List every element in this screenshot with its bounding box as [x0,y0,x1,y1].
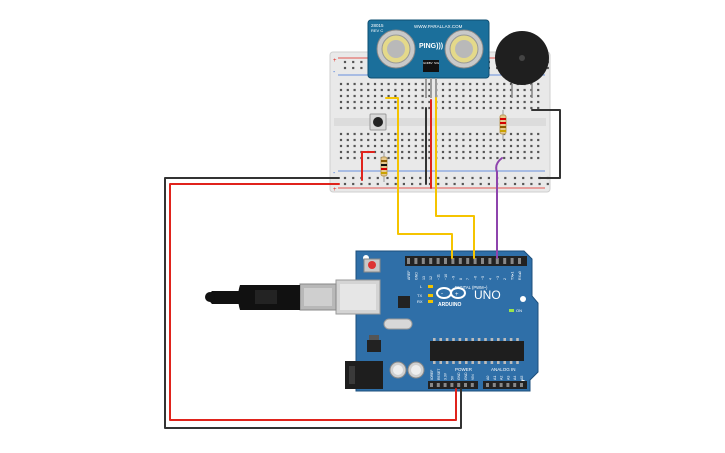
rail-plus-label: + [333,58,337,64]
digital-pin-label: ~3 [496,276,500,280]
usb-cable [205,283,337,311]
rail-minus-label-bottom: - [333,170,336,177]
sensor-brand: PING))) [419,43,443,50]
push-button [369,113,387,131]
digital-pin-label: TX▸1 [511,272,515,280]
power-pin-label: 5V [450,375,454,380]
power-pin-label: RESET [437,369,441,380]
sensor-pin-sig: SIG [434,61,440,65]
analog-header-label: ANALOG IN [491,367,516,372]
digital-header-label: DIGITAL (PWM~) [455,285,488,290]
power-header-label: POWER [455,367,473,372]
power-pin-label: GND [464,372,468,380]
arduino-model: UNO [474,288,501,302]
led-label-rx: RX [417,299,423,304]
resistor-1 [380,152,388,182]
digital-pin-label: ~11 [437,274,441,280]
digital-pin-label: 7 [466,278,470,280]
analog-pin-label: A3 [506,376,510,380]
svg-text:+: + [455,292,459,298]
digital-pin-label: ~9 [451,276,455,280]
arduino-logo-icon: - + [436,287,466,299]
rail-plus-label-bottom: + [333,187,337,193]
resistor-2 [499,110,507,140]
digital-pin-label: 4 [488,278,492,280]
on-label: ON [516,308,522,313]
digital-pin-label: RX◂0 [518,271,522,280]
digital-pin-label: 8 [459,278,463,280]
analog-pin-label: A4 [513,376,517,380]
digital-pin-label: AREF [407,270,411,280]
arduino-brand: ARDUINO [438,302,461,308]
analog-pin-label: A0 [486,376,490,380]
ultrasonic-sensor: 28015 REV C WWW.PARALLAX.COM PING))) GND… [367,19,490,98]
wires [164,97,561,429]
svg-text:-: - [441,291,443,297]
analog-pin-label: A1 [493,376,497,380]
digital-pin-label: GND [414,272,418,280]
power-pin-label: IOREF [430,370,434,380]
analog-pin-label: A2 [500,376,504,380]
power-pin-label: VIN [471,374,475,380]
led-label-l: L [420,284,423,289]
sensor-code: 28015 [371,23,384,28]
digital-pin-label: ~6 [474,276,478,280]
digital-pin-label: ~10 [444,274,448,280]
digital-pin-label: 2 [503,278,507,280]
digital-pin-label: 12 [429,276,433,280]
analog-pin-label: A5 [520,376,524,380]
rail-minus-label: - [333,69,336,76]
sensor-pin-5v: 5V [429,61,433,65]
sensor-rev: REV C [371,28,383,33]
digital-pin-label: ~5 [481,276,485,280]
piezo-buzzer [495,31,549,98]
led-label-tx: TX [417,293,422,298]
sensor-url: WWW.PARALLAX.COM [414,24,463,29]
power-pin-label: GND [457,372,461,380]
digital-pin-label: 13 [422,276,426,280]
sensor-pin-gnd: GND [423,61,431,65]
power-pin-label: 3.3V [444,372,448,380]
